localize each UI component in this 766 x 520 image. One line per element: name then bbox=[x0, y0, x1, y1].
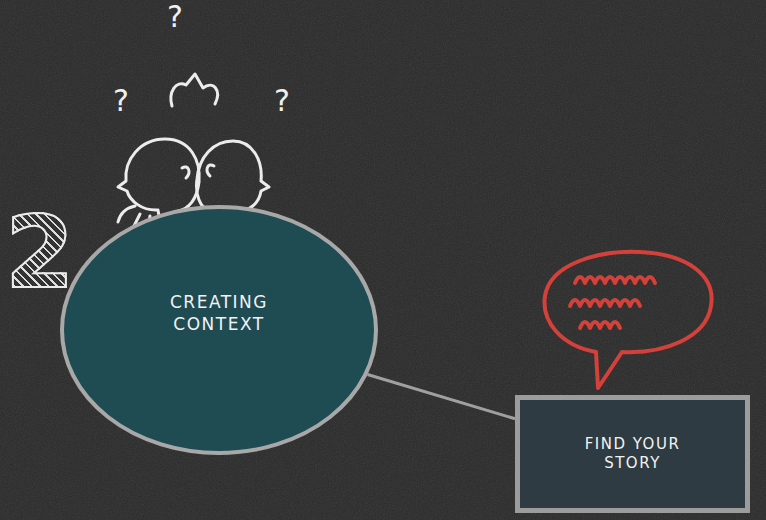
node-text: CREATING CONTEXT bbox=[149, 291, 289, 335]
callout-number: 2 bbox=[5, 203, 75, 303]
step-box: FIND YOUR STORY bbox=[515, 395, 750, 513]
left-ear bbox=[182, 167, 189, 178]
bubble-outline bbox=[545, 252, 712, 388]
node-text: FIND YOUR STORY bbox=[568, 435, 698, 474]
bubble-scribble bbox=[580, 322, 620, 328]
text-group: CREATING CONTEXT bbox=[149, 291, 289, 335]
ellipse-shape bbox=[62, 207, 376, 453]
bubble-scribble bbox=[575, 277, 655, 283]
right-ear bbox=[207, 165, 214, 176]
bubble-scribble bbox=[570, 300, 640, 306]
question-mark: ? bbox=[113, 86, 129, 116]
text-group: FIND YOUR STORY bbox=[568, 435, 698, 474]
question-mark: ? bbox=[274, 86, 290, 116]
thought-scribble bbox=[171, 74, 218, 106]
speech-bubble bbox=[545, 252, 712, 388]
connector-line bbox=[368, 375, 515, 419]
topic-ellipse: CREATING CONTEXT bbox=[60, 205, 378, 455]
question-mark: ? bbox=[167, 2, 183, 32]
